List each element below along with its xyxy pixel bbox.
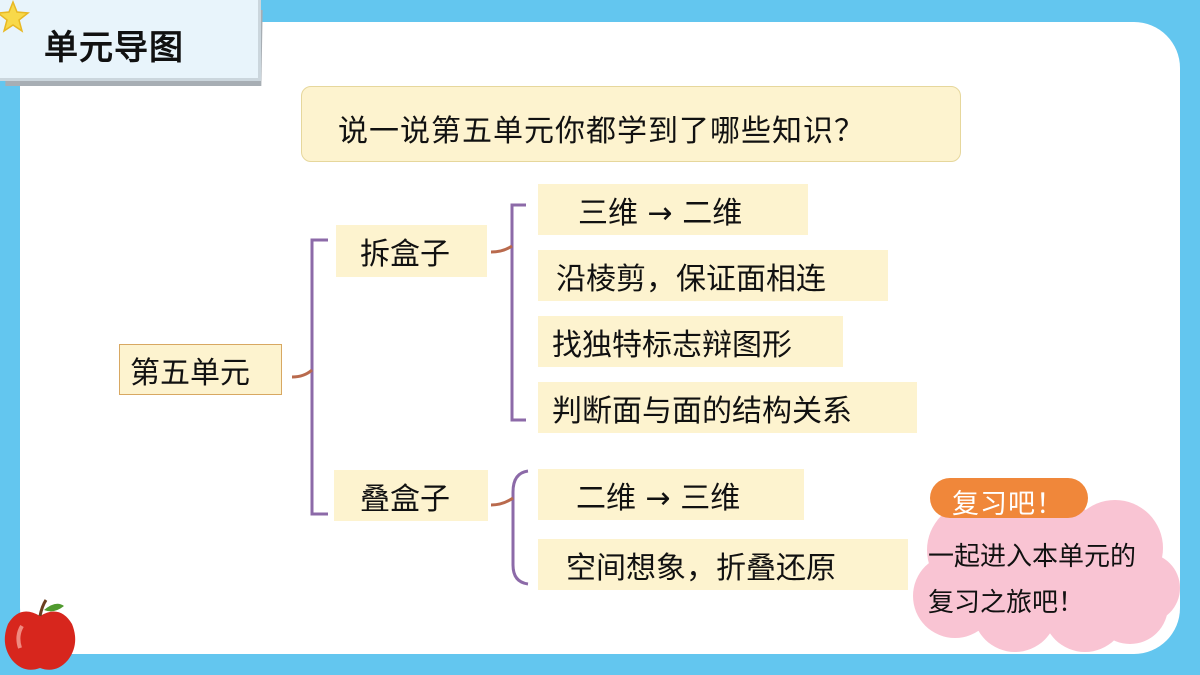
review-tag-text: 复习吧！ xyxy=(952,489,1064,520)
leaf-text: 三维 → 二维 xyxy=(578,195,743,231)
root-connector xyxy=(291,368,313,379)
leaf-box: 沿棱剪，保证面相连 xyxy=(538,250,888,301)
title-tab: 单元导图 xyxy=(0,0,270,90)
apple-icon xyxy=(4,599,76,670)
branch1-bracket xyxy=(510,203,526,422)
branch1-connector xyxy=(490,244,513,254)
leaf-box: 三维 → 二维 xyxy=(538,184,808,235)
question-box: 说一说第五单元你都学到了哪些知识？ xyxy=(301,86,961,162)
branch-label-box: 叠盒子 xyxy=(334,470,488,521)
review-line-2: 复习之旅吧！ xyxy=(928,588,1085,618)
leaf-box: 找独特标志辩图形 xyxy=(538,316,843,367)
leaf-text: 沿棱剪，保证面相连 xyxy=(556,261,826,297)
mindmap-root-label: 第五单元 xyxy=(130,355,250,391)
title-tab-card xyxy=(0,0,261,81)
branch-label: 叠盒子 xyxy=(360,481,450,517)
leaf-text: 判断面与面的结构关系 xyxy=(552,393,852,429)
branch2-connector xyxy=(490,496,514,507)
review-line-1: 一起进入本单元的 xyxy=(928,542,1137,572)
review-cloud xyxy=(913,488,1180,652)
leaf-box: 二维 → 三维 xyxy=(538,469,804,520)
leaf-box: 空间想象，折叠还原 xyxy=(538,539,908,590)
branch-label-box: 拆盒子 xyxy=(336,225,487,277)
review-tag: 复习吧！ xyxy=(930,478,1088,520)
leaf-text: 找独特标志辩图形 xyxy=(552,327,792,363)
root-bracket xyxy=(310,238,328,516)
review-message: 一起进入本单元的 复习之旅吧！ xyxy=(928,534,1136,626)
leaf-text: 二维 → 三维 xyxy=(576,480,741,516)
star-icon xyxy=(0,0,30,33)
page-title: 单元导图 xyxy=(44,28,184,68)
mindmap-root: 第五单元 xyxy=(119,344,282,395)
leaf-text: 空间想象，折叠还原 xyxy=(566,550,836,586)
branch2-bracket xyxy=(511,469,529,586)
question-text: 说一说第五单元你都学到了哪些知识？ xyxy=(338,114,865,149)
branch-label: 拆盒子 xyxy=(360,237,450,272)
leaf-box: 判断面与面的结构关系 xyxy=(538,382,917,433)
